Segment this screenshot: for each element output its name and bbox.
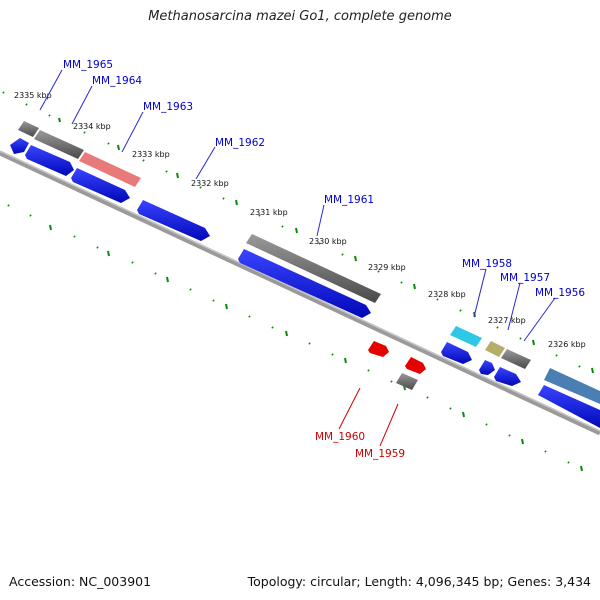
gene-box-gray-1[interactable] bbox=[18, 121, 39, 137]
gene-red-1[interactable] bbox=[368, 341, 389, 357]
gene-arrow-5[interactable] bbox=[238, 249, 371, 318]
scale-label: 2335 kbp bbox=[14, 91, 52, 100]
gene-gray-reverse[interactable] bbox=[396, 373, 418, 390]
gene-box-gray-4[interactable] bbox=[501, 349, 531, 369]
genome-title: Methanosarcina mazei Go1, complete genom… bbox=[148, 9, 452, 24]
gene-arrow-6[interactable] bbox=[441, 342, 472, 364]
gene-label-mm-1962[interactable]: MM_1962 bbox=[215, 137, 265, 149]
scale-label: 2332 kbp bbox=[191, 179, 229, 188]
gene-box-gray-3[interactable] bbox=[246, 234, 381, 303]
outer-tick-track bbox=[2, 91, 594, 374]
gene-arrow-2[interactable] bbox=[25, 145, 74, 176]
accession-text: Accession: NC_003901 bbox=[9, 574, 152, 589]
scale-label: 2328 kbp bbox=[428, 290, 466, 299]
reverse-genes bbox=[368, 341, 426, 390]
gene-label-mm-1958[interactable]: MM_1958 bbox=[462, 258, 512, 270]
gene-arrow-9[interactable] bbox=[538, 385, 600, 428]
scale-label: 2333 kbp bbox=[132, 150, 170, 159]
gene-red-2[interactable] bbox=[405, 357, 426, 374]
upper-gene-boxes bbox=[18, 121, 600, 404]
gene-box-olive[interactable] bbox=[485, 341, 505, 357]
gene-label-mm-1960[interactable]: MM_1960 bbox=[315, 431, 365, 443]
scale-label: 2330 kbp bbox=[309, 237, 347, 246]
gene-labels: MM_1965 MM_1964 MM_1963 MM_1962 MM_1961 … bbox=[63, 59, 585, 460]
genome-summary-text: Topology: circular; Length: 4,096,345 bp… bbox=[247, 574, 591, 589]
gene-box-gray-2[interactable] bbox=[34, 130, 84, 159]
gene-box-steel[interactable] bbox=[544, 368, 600, 404]
gene-label-mm-1959[interactable]: MM_1959 bbox=[355, 448, 405, 460]
scale-labels: 2335 kbp 2334 kbp 2333 kbp 2332 kbp 2331… bbox=[14, 91, 586, 349]
gene-arrow-4[interactable] bbox=[137, 200, 210, 241]
scale-label: 2331 kbp bbox=[250, 208, 288, 217]
scale-label: 2327 kbp bbox=[488, 316, 526, 325]
scale-label: 2326 kbp bbox=[548, 340, 586, 349]
genome-backbone bbox=[0, 150, 600, 436]
forward-gene-arrows bbox=[10, 138, 600, 428]
gene-label-mm-1963[interactable]: MM_1963 bbox=[143, 101, 193, 113]
gene-box-pink[interactable] bbox=[79, 152, 141, 187]
gene-arrow-3[interactable] bbox=[71, 168, 130, 203]
callout-lines bbox=[39, 69, 556, 447]
scale-label: 2334 kbp bbox=[73, 122, 111, 131]
gene-label-mm-1956[interactable]: MM_1956 bbox=[535, 287, 585, 299]
gene-label-mm-1964[interactable]: MM_1964 bbox=[92, 75, 142, 87]
gene-arrow-8[interactable] bbox=[494, 367, 521, 386]
gene-arrow-7[interactable] bbox=[479, 360, 495, 375]
scale-label: 2329 kbp bbox=[368, 263, 406, 272]
gene-label-mm-1957[interactable]: MM_1957 bbox=[500, 272, 550, 284]
gene-box-cyan[interactable] bbox=[450, 326, 482, 347]
gene-label-mm-1961[interactable]: MM_1961 bbox=[324, 194, 374, 206]
inner-tick-track bbox=[7, 204, 583, 472]
gene-arrow-1[interactable] bbox=[10, 138, 29, 154]
gene-label-mm-1965[interactable]: MM_1965 bbox=[63, 59, 113, 71]
